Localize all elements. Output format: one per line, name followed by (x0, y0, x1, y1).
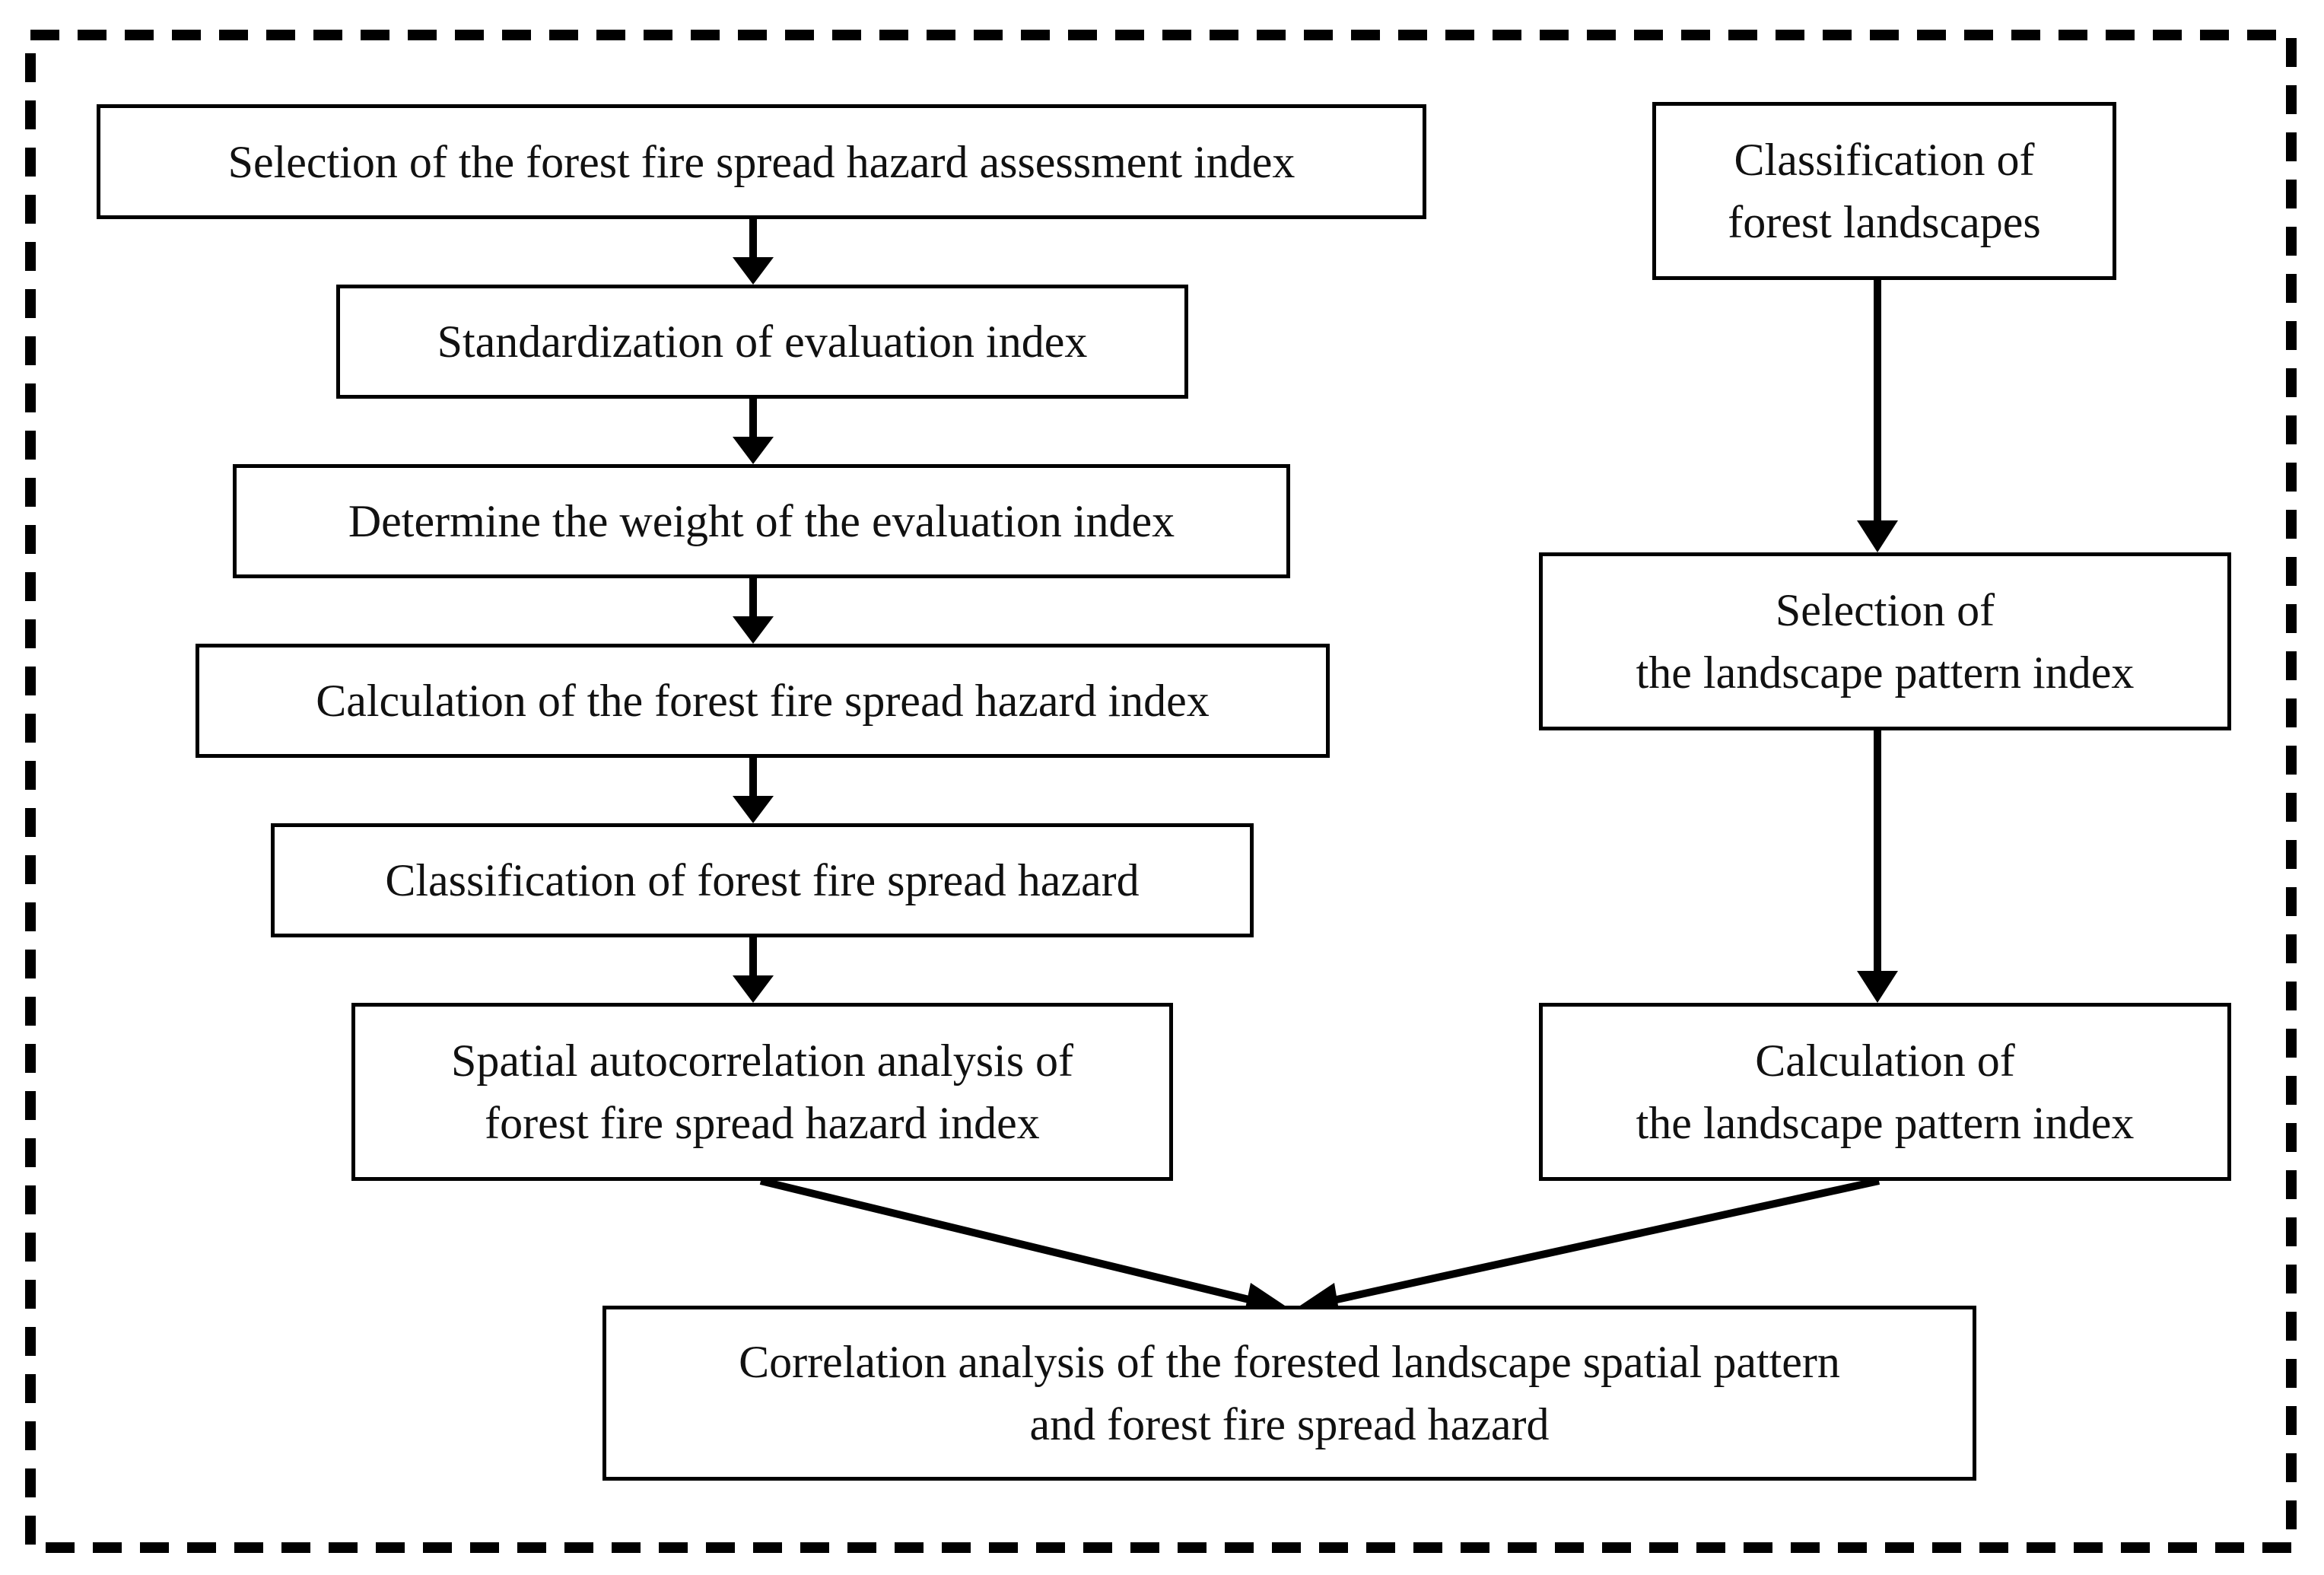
step-spatial-autocorrelation-text: Spatial autocorrelation analysis of fore… (451, 1029, 1073, 1154)
arrow-left-2-to-3-head (733, 437, 774, 464)
left-arrows (733, 219, 774, 1003)
step-classify-landscapes: Classification of forest landscapes (1652, 102, 2116, 280)
step-select-landscape-index-text: Selection of the landscape pattern index (1636, 579, 2135, 704)
arrow-right-1-to-2-head (1857, 520, 1898, 552)
arrow-right-to-final (1328, 1177, 1881, 1305)
step-classify-hazard-label: Classification of forest fire spread haz… (385, 855, 1140, 905)
arrow-right-2-to-3-head (1857, 971, 1898, 1003)
step-calculate-landscape-index: Calculation of the landscape pattern ind… (1539, 1003, 2231, 1181)
converging-arrows (759, 1177, 1881, 1319)
right-arrows (1857, 278, 1898, 1003)
step-correlation-analysis-line2: and forest fire spread hazard (1029, 1399, 1550, 1449)
arrow-left-to-final (759, 1177, 1257, 1305)
step-determine-weight-label: Determine the weight of the evaluation i… (348, 496, 1175, 546)
step-calculate-landscape-index-text: Calculation of the landscape pattern ind… (1636, 1029, 2135, 1154)
step-correlation-analysis-line1: Correlation analysis of the forested lan… (739, 1337, 1840, 1387)
step-select-landscape-index-line2: the landscape pattern index (1636, 648, 2135, 698)
arrow-left-1-to-2-head (733, 257, 774, 285)
step-spatial-autocorrelation-line2: forest fire spread hazard index (485, 1098, 1040, 1148)
step-select-assessment-index: Selection of the forest fire spread haza… (97, 104, 1426, 219)
step-calculate-landscape-index-line1: Calculation of (1755, 1036, 2015, 1086)
step-spatial-autocorrelation-line1: Spatial autocorrelation analysis of (450, 1036, 1074, 1086)
step-calculate-landscape-index-line2: the landscape pattern index (1636, 1098, 2135, 1148)
step-classify-landscapes-line1: Classification of (1734, 135, 2035, 185)
step-spatial-autocorrelation: Spatial autocorrelation analysis of fore… (351, 1003, 1173, 1181)
step-calculate-hazard-index-label: Calculation of the forest fire spread ha… (316, 676, 1210, 726)
step-correlation-analysis-text: Correlation analysis of the forested lan… (739, 1331, 1840, 1456)
step-select-landscape-index-line1: Selection of (1775, 585, 1995, 635)
step-standardization: Standardization of evaluation index (336, 285, 1188, 399)
step-classify-landscapes-line2: forest landscapes (1728, 197, 2041, 247)
step-classify-landscapes-text: Classification of forest landscapes (1728, 129, 2041, 253)
step-determine-weight: Determine the weight of the evaluation i… (233, 464, 1290, 578)
arrow-left-3-to-4-head (733, 616, 774, 644)
arrow-left-5-to-6-head (733, 975, 774, 1003)
step-classify-hazard: Classification of forest fire spread haz… (271, 823, 1254, 937)
step-calculate-hazard-index: Calculation of the forest fire spread ha… (196, 644, 1330, 758)
step-standardization-label: Standardization of evaluation index (437, 317, 1088, 367)
step-correlation-analysis: Correlation analysis of the forested lan… (602, 1306, 1976, 1481)
arrow-left-4-to-5-head (733, 796, 774, 823)
step-select-landscape-index: Selection of the landscape pattern index (1539, 552, 2231, 730)
step-select-assessment-index-label: Selection of the forest fire spread haza… (227, 136, 1296, 187)
